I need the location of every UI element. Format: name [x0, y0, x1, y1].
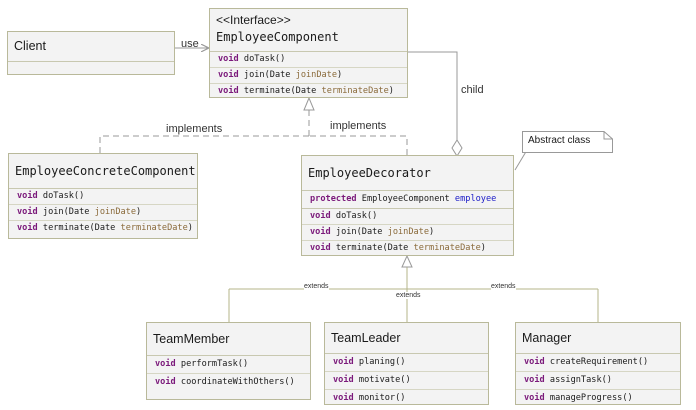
method-row: void doTask()	[210, 52, 407, 68]
field-row: protected EmployeeComponent employee	[310, 194, 497, 204]
method-row: void monitor()	[333, 393, 406, 403]
note-connector	[514, 149, 528, 171]
implements-line-concrete	[99, 135, 309, 153]
use-label: use	[181, 38, 199, 50]
method-row: void assignTask()	[516, 372, 680, 390]
implements-label-right: implements	[330, 120, 387, 132]
field-list: protected EmployeeComponent employee	[302, 190, 513, 208]
method-row: void coordinateWithOthers()	[155, 377, 295, 387]
method-row: void terminate(Date terminateDate)	[17, 223, 193, 233]
generalization-arrowhead	[401, 254, 413, 268]
method-list: void doTask() void join(Date joinDate) v…	[302, 208, 513, 256]
method-row: void motivate()	[325, 372, 488, 390]
team-member-class[interactable]: TeamMember void performTask() void coord…	[146, 322, 311, 400]
method-row: void terminate(Date terminateDate)	[310, 243, 486, 253]
method-row: void terminate(Date terminateDate)	[218, 86, 394, 96]
class-name: Client	[14, 39, 46, 53]
realization-arrowhead	[303, 96, 315, 111]
method-list: void createRequirement() void assignTask…	[516, 353, 680, 407]
aggregation-diamond	[451, 139, 463, 157]
implements-line-decorator	[309, 135, 408, 155]
abstract-class-note: Abstract class	[522, 131, 613, 153]
class-name: TeamMember	[153, 332, 230, 346]
method-row: void performTask()	[147, 356, 310, 374]
extends-label-right: extends	[491, 283, 516, 290]
class-name: EmployeeConcreteComponent	[15, 164, 196, 178]
team-leader-class[interactable]: TeamLeader void planing() void motivate(…	[324, 322, 489, 405]
method-list: void doTask() void join(Date joinDate) v…	[9, 188, 197, 236]
extends-label-center: extends	[396, 292, 421, 299]
method-row: void join(Date joinDate)	[210, 68, 407, 84]
employee-component-interface[interactable]: <<Interface>> EmployeeComponent void doT…	[209, 8, 408, 98]
method-row: void planing()	[325, 354, 488, 372]
client-class[interactable]: Client	[7, 31, 175, 75]
child-aggregation-line	[408, 51, 458, 140]
class-name: EmployeeComponent	[216, 30, 339, 44]
class-name: TeamLeader	[331, 331, 401, 345]
child-label: child	[461, 84, 484, 96]
manager-class[interactable]: Manager void createRequirement() void as…	[515, 322, 681, 405]
method-row: void manageProgress()	[524, 393, 633, 403]
employee-decorator-class[interactable]: EmployeeDecorator protected EmployeeComp…	[301, 155, 514, 256]
class-body	[8, 61, 174, 76]
implements-label-left: implements	[166, 123, 223, 135]
note-text: Abstract class	[528, 135, 591, 146]
employee-concrete-component-class[interactable]: EmployeeConcreteComponent void doTask() …	[8, 153, 198, 239]
note-shape	[522, 131, 613, 153]
method-list: void performTask() void coordinateWithOt…	[147, 355, 310, 391]
method-list: void doTask() void join(Date joinDate) v…	[210, 51, 407, 99]
class-name: Manager	[522, 331, 572, 345]
method-row: void createRequirement()	[516, 354, 680, 372]
method-row: void doTask()	[9, 189, 197, 205]
method-row: void doTask()	[302, 209, 513, 225]
method-row: void join(Date joinDate)	[302, 225, 513, 241]
method-row: void join(Date joinDate)	[9, 205, 197, 221]
interface-stereotype: <<Interface>>	[216, 13, 291, 27]
extends-label-left: extends	[304, 283, 329, 290]
method-list: void planing() void motivate() void moni…	[325, 353, 488, 407]
class-name: EmployeeDecorator	[308, 166, 431, 180]
